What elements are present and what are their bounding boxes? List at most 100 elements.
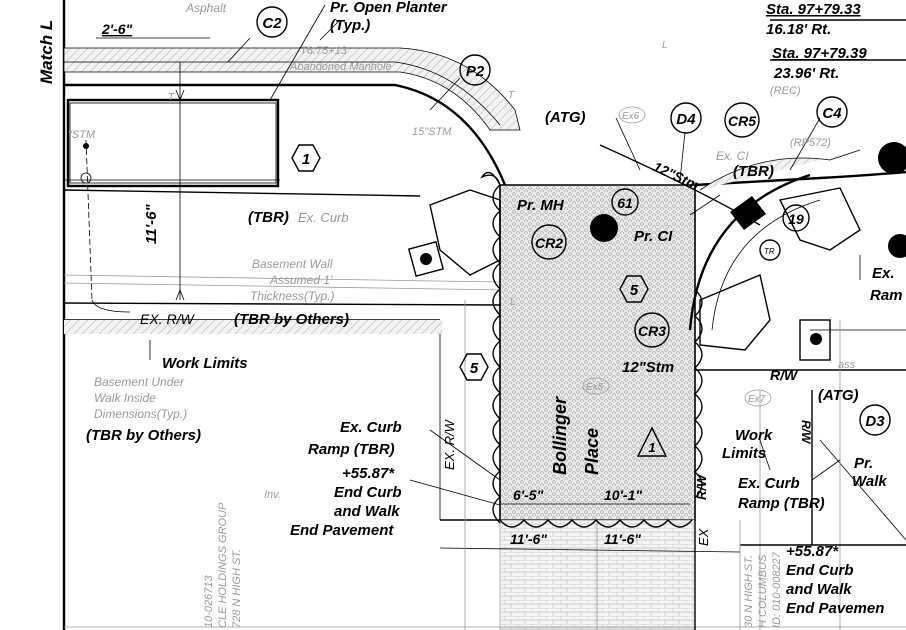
end-curb-b1: End Curb	[786, 562, 854, 579]
scallop-right	[693, 289, 703, 499]
callout-cr3-text: CR3	[638, 323, 666, 339]
ex-vertical: EX	[696, 527, 711, 546]
hex-tag-1-text: 1	[302, 151, 310, 168]
work-limits-r2: Limits	[722, 445, 766, 462]
planter-box	[66, 98, 280, 188]
pr-mh-label: Pr. MH	[517, 197, 565, 214]
rp572-label: (RP572)	[790, 137, 831, 149]
ex-curb-r1: Ex. Curb	[738, 475, 800, 492]
basement-wall-label-1: Basement Wall	[252, 257, 333, 271]
rw-band	[64, 320, 442, 334]
work-limits-label: Work Limits	[162, 355, 248, 372]
delta-tag: 1	[636, 426, 668, 457]
dim-6-5: 6'-5"	[513, 487, 544, 503]
end-curb-b3: End Pavemen	[786, 600, 884, 617]
basement-wall	[63, 189, 421, 197]
marker-t-1: T	[168, 92, 175, 103]
stm-point	[83, 143, 89, 149]
station-5587-b: +55.87*	[786, 543, 839, 560]
basement-wall-label-2: Assumed 1'	[269, 273, 333, 287]
callout-c2: C2	[256, 6, 288, 38]
callout-61: 61	[611, 188, 639, 216]
tbr-ex-curb-tbr: (TBR)	[248, 209, 289, 226]
station-1: Sta. 97+79.33	[766, 1, 861, 18]
callout-p2-text: P2	[466, 63, 485, 80]
lot-right-2: H COLUMBUS	[757, 554, 769, 628]
stm-label: "STM	[68, 129, 96, 141]
curb-ramp-right	[699, 274, 771, 351]
ex-curb-r2: Ramp (TBR)	[738, 495, 825, 512]
lot-left-1: 728 N HIGH ST.	[231, 549, 243, 628]
ex-rw-vertical: EX. R/W	[442, 418, 457, 470]
stm-12-label-b: 12"Stm	[622, 359, 674, 376]
callout-d3-text: D3	[865, 413, 885, 430]
stm-15-label: 15"STM	[412, 126, 452, 138]
ex6-oval	[618, 106, 646, 124]
rw-vertical: R/W	[694, 473, 709, 500]
stm-manhole	[80, 172, 92, 184]
lot-right-3: ID: 010-008227	[771, 551, 783, 628]
tbr-label: (TBR)	[733, 163, 774, 180]
marker-l-2: L	[510, 297, 516, 308]
ex-rw-label: EX. R/W	[140, 311, 195, 327]
lot-left-2: CLE HOLDINGS GROUP	[217, 502, 229, 628]
ex7-label: Ex7	[748, 394, 766, 405]
ex5-label: Ex5	[586, 382, 604, 393]
tbr-by-others-label: (TBR by Others)	[234, 311, 349, 328]
tr-label: TR	[764, 247, 775, 256]
dim-11-6b: 11'-6"	[604, 531, 641, 547]
dim-2-6: 2'-6"	[101, 21, 133, 37]
inlet-box-left	[407, 240, 445, 278]
atg-label-2: (ATG)	[818, 387, 859, 404]
abandoned-manhole-label: Abandoned Manhole	[289, 61, 392, 73]
ex6-label: Ex6	[622, 111, 640, 122]
bollinger-label: Bollinger	[550, 396, 570, 475]
place-label: Place	[582, 428, 602, 475]
ex5-oval	[582, 377, 610, 395]
basement-wall-label-3: Thickness(Typ.)	[250, 289, 334, 303]
curb-ramp-left	[429, 189, 501, 276]
tbr-ex-curb-label: Ex. Curb	[298, 210, 349, 225]
dim-11-6a: 11'-6"	[510, 531, 547, 547]
callout-cr3: CR3	[634, 312, 670, 348]
match-line-label: Match L	[37, 20, 56, 84]
basement-under-1: Basement Under	[94, 375, 185, 389]
offset-1: 16.18' Rt.	[766, 21, 831, 38]
hex-tag-5a-text: 5	[630, 282, 639, 299]
asphalt-label: Asphalt	[185, 1, 227, 15]
scallop-left	[492, 184, 502, 524]
station-5587-a: +55.87*	[342, 465, 395, 482]
pr-mh-symbol	[590, 214, 618, 242]
rw-right-vertical: R/W	[799, 420, 813, 445]
delta-tag-text: 1	[648, 440, 655, 455]
station-2: Sta. 97+79.39	[772, 45, 867, 62]
callout-cr5: CR5	[724, 102, 760, 138]
alley-brick	[499, 519, 696, 630]
work-limits-r1: Work	[735, 427, 773, 444]
callout-19: 19	[782, 204, 810, 232]
callout-p2: P2	[459, 54, 491, 86]
offset-2: 23.96' Rt.	[773, 65, 839, 82]
ex-curb-ramp-1: Ex. Curb	[340, 419, 402, 436]
callout-c4-text: C4	[822, 105, 842, 122]
marker-l-1: L	[662, 40, 668, 51]
rw-right: R/W	[770, 367, 799, 383]
pr-ci-symbol	[730, 196, 766, 230]
pr-walk-2: Walk	[852, 473, 887, 490]
scallop-bottom	[499, 518, 693, 528]
abandoned-manhole-sta: T6.75+13	[300, 45, 348, 57]
curb-line-top	[64, 61, 501, 126]
pr-walk-1: Pr.	[854, 455, 873, 472]
lot-right-1: 30 N HIGH ST.	[743, 555, 755, 628]
ex-ci-label: Ex. CI	[716, 149, 749, 163]
hex-tag-5a: 5	[619, 275, 649, 303]
rw-line	[63, 302, 501, 306]
dim-10-1: 10'-1"	[604, 487, 642, 503]
dim-11-6-vertical: 11'-6"	[143, 204, 160, 244]
callout-d3: D3	[859, 404, 891, 436]
hex-tag-5b: 5	[459, 353, 489, 381]
callout-d4: D4	[670, 102, 702, 134]
open-planter-typ: (Typ.)	[330, 17, 370, 34]
